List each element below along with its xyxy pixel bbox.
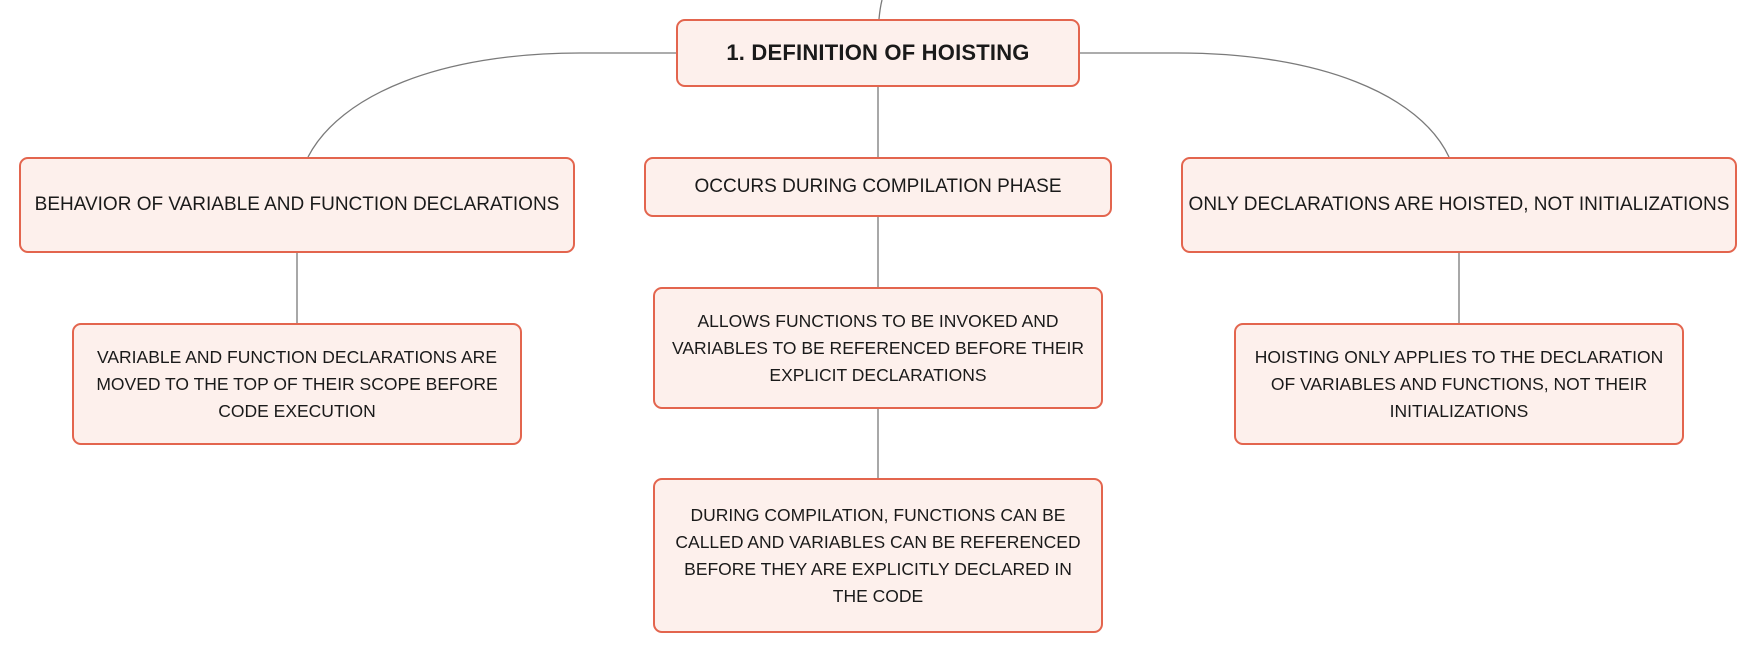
leaf-node-text: ALLOWS FUNCTIONS TO BE INVOKED AND VARIA… bbox=[671, 310, 1084, 385]
branch-node-compilation-phase[interactable]: OCCURS DURING COMPILATION PHASE bbox=[644, 157, 1112, 217]
branch-node-behavior[interactable]: BEHAVIOR OF VARIABLE AND FUNCTION DECLAR… bbox=[19, 157, 575, 253]
leaf-node-text: VARIABLE AND FUNCTION DECLARATIONS ARE M… bbox=[96, 346, 498, 421]
leaf-node-text: HOISTING ONLY APPLIES TO THE DECLARATION… bbox=[1254, 346, 1664, 421]
branch-node-label: BEHAVIOR OF VARIABLE AND FUNCTION DECLAR… bbox=[34, 194, 560, 215]
leaf-node-invoke-before-declaration[interactable]: ALLOWS FUNCTIONS TO BE INVOKED AND VARIA… bbox=[653, 287, 1103, 409]
leaf-node-text: DURING COMPILATION, FUNCTIONS CAN BE CAL… bbox=[675, 504, 1081, 606]
connector-root-to-right-branch bbox=[1080, 52, 1450, 158]
root-node-label: 1. DEFINITION OF HOISTING bbox=[726, 40, 1030, 65]
leaf-node-compilation-details[interactable]: DURING COMPILATION, FUNCTIONS CAN BE CAL… bbox=[653, 478, 1103, 633]
branch-node-declarations-only[interactable]: ONLY DECLARATIONS ARE HOISTED, NOT INITI… bbox=[1181, 157, 1737, 253]
branch-node-label: OCCURS DURING COMPILATION PHASE bbox=[694, 176, 1062, 197]
connector-parent-to-root bbox=[878, 0, 883, 20]
leaf-node-initializations-not-hoisted[interactable]: HOISTING ONLY APPLIES TO THE DECLARATION… bbox=[1234, 323, 1684, 445]
branch-node-label: ONLY DECLARATIONS ARE HOISTED, NOT INITI… bbox=[1188, 194, 1730, 215]
root-node[interactable]: 1. DEFINITION OF HOISTING bbox=[676, 19, 1080, 87]
leaf-node-declarations-moved[interactable]: VARIABLE AND FUNCTION DECLARATIONS ARE M… bbox=[72, 323, 522, 445]
connector-root-to-left-branch bbox=[307, 52, 676, 158]
